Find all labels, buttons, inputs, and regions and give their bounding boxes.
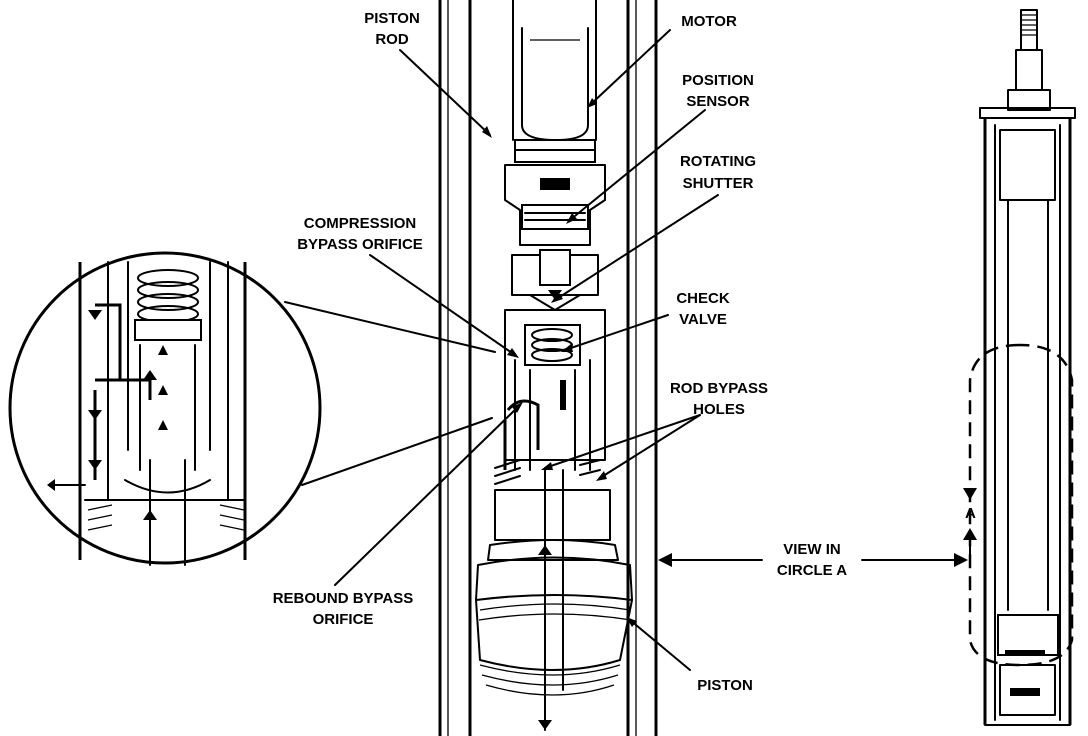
label-position-sensor-1: POSITION: [682, 72, 754, 89]
full-shock-view: A: [963, 9, 1076, 726]
label-rebound-bypass-2: ORIFICE: [313, 611, 374, 628]
label-piston: PISTON: [697, 677, 753, 694]
callout-labels: PISTON ROD MOTOR POSITION SENSOR ROTATIN…: [273, 10, 848, 694]
main-tube: [438, 0, 658, 736]
label-rod-bypass-holes-2: HOLES: [693, 401, 745, 418]
label-check-valve-1: CHECK: [676, 290, 730, 307]
label-position-sensor-2: SENSOR: [686, 93, 750, 110]
label-rod-bypass-holes-1: ROD BYPASS: [670, 380, 768, 397]
check-valve-assembly: [494, 309, 606, 485]
label-view-in-circle-2: CIRCLE A: [777, 562, 847, 579]
label-rotating-shutter-1: ROTATING: [680, 153, 756, 170]
label-rotating-shutter-2: SHUTTER: [683, 175, 754, 192]
piston-body: [475, 469, 633, 731]
section-marker-a: A: [965, 505, 976, 522]
motor-assembly: [504, 139, 606, 311]
piston-rod-body: [512, 0, 597, 141]
label-view-in-circle-1: VIEW IN: [783, 541, 841, 558]
label-rebound-bypass-1: REBOUND BYPASS: [273, 590, 414, 607]
label-motor: MOTOR: [681, 13, 737, 30]
circle-interior: [47, 261, 247, 566]
label-compression-bypass-2: BYPASS ORIFICE: [297, 236, 423, 253]
label-piston-rod-1: PISTON: [364, 10, 420, 27]
label-compression-bypass-1: COMPRESSION: [304, 215, 417, 232]
label-check-valve-2: VALVE: [679, 311, 727, 328]
label-piston-rod-2: ROD: [375, 31, 409, 48]
leader-lines: [334, 29, 968, 671]
magnified-circle-view: [8, 251, 496, 566]
